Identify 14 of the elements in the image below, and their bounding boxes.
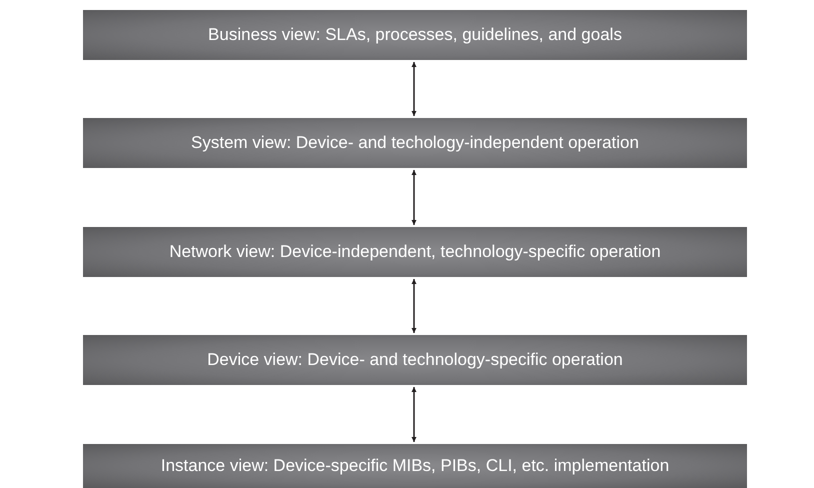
layer-band: [83, 10, 747, 60]
layer-label: Business view: SLAs, processes, guidelines, and goals: [208, 24, 622, 46]
layer-band: [83, 227, 747, 277]
layer-label: Device view: Device- and technology-specific operation: [207, 349, 623, 371]
double-arrow: [412, 279, 416, 333]
layer-label: Network view: Device-independent, technology-specific operation: [169, 241, 661, 263]
double-arrow: [412, 62, 416, 116]
layer-band: [83, 444, 747, 488]
layer-band: [83, 118, 747, 168]
layer-label: System view: Device- and techology-independent operation: [191, 132, 639, 154]
double-arrow: [412, 170, 416, 225]
layer-band: [83, 335, 747, 385]
layer-label: Instance view: Device-specific MIBs, PIBs, CLI, etc. implementation: [160, 455, 670, 477]
double-arrow: [412, 387, 416, 442]
